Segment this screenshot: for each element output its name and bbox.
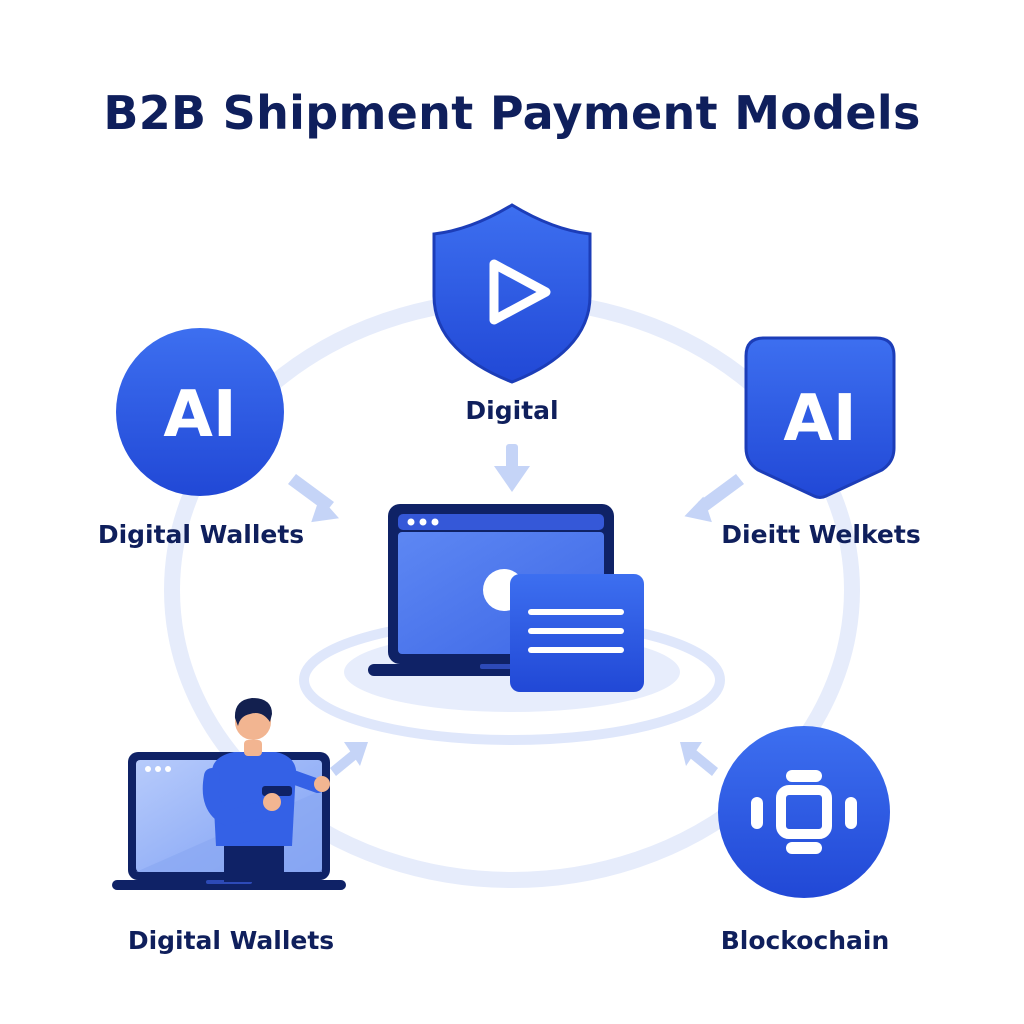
- blockchain-icon: [718, 726, 890, 898]
- ai-shield-icon: AI: [744, 336, 896, 499]
- ai-circle-text: AI: [163, 378, 236, 452]
- page-title: B2B Shipment Payment Models: [103, 86, 921, 140]
- arrow-from-right: [684, 474, 744, 523]
- node-label-left: Digital Wallets: [97, 520, 305, 549]
- node-label-right: Dieitt Welkets: [721, 520, 921, 549]
- shield-play-icon: [432, 203, 592, 384]
- arrow-from-bottom-right: [680, 742, 718, 776]
- laptop-platform-icon: [368, 504, 644, 692]
- person-laptop-icon: [112, 698, 346, 890]
- arrow-from-left: [288, 474, 339, 523]
- node-label-top: Digital: [465, 396, 559, 425]
- arrow-from-top: [494, 444, 530, 492]
- ai-shield-text: AI: [783, 382, 856, 456]
- ai-circle-icon: AI: [116, 328, 284, 496]
- node-label-bottom-left: Digital Wallets: [127, 926, 335, 955]
- node-label-bottom-right: Blockochain: [720, 926, 890, 955]
- arrow-from-bottom-left: [330, 742, 368, 776]
